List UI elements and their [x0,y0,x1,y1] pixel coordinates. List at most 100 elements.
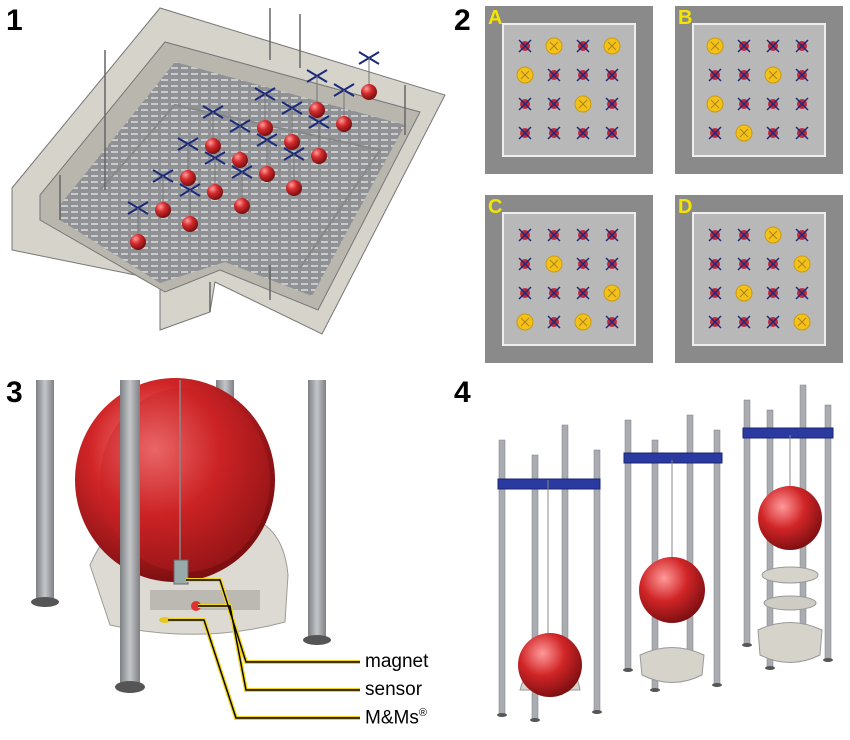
arena-ball [309,102,325,118]
arena-ball [130,234,146,250]
rig-stage-2 [623,414,723,692]
pole-foot [712,683,722,687]
magnet-part [173,559,189,585]
arena-3d-illustration [11,7,446,335]
layout-view-c [485,195,653,363]
pole-foot [765,666,775,670]
pole-foot [530,718,540,722]
cross-mark [605,68,619,82]
magnet-label: magnet [365,651,429,672]
stand-ring-middle [763,595,817,611]
cross-mark [766,315,780,329]
cross-mark [576,257,590,271]
cross-mark [549,259,559,269]
cross-mark [795,126,809,140]
pole-foot [823,658,833,662]
layout-label-a: A [488,7,503,29]
mms-label: M&Ms® [365,707,427,729]
pole-foot [623,668,633,672]
arena-ball [257,120,273,136]
panel-2-number: 2 [454,4,471,37]
cross-mark [795,68,809,82]
cross-mark [766,257,780,271]
arena-ball [259,166,275,182]
mms-label-text: M&Ms [365,707,419,729]
rig-stage-1 [497,424,602,722]
arena-ball [232,152,248,168]
cross-mark [605,126,619,140]
cross-mark [578,99,588,109]
pole [120,380,140,685]
arena-ball [182,216,198,232]
cross-mark [737,68,751,82]
arena-ball [180,170,196,186]
rig-stand [757,622,823,663]
cross-mark [766,286,780,300]
cross-mark [607,288,617,298]
cross-mark [708,315,722,329]
rig-pole [713,429,721,686]
rig-pole [824,404,832,661]
blue-crossbar [742,427,834,439]
cross-mark [520,317,530,327]
top-view-layouts [485,6,843,363]
cross-mark [518,228,532,242]
cross-mark [739,128,749,138]
cross-mark [795,228,809,242]
cross-mark [576,228,590,242]
cross-mark [766,97,780,111]
layout-view-d [675,195,843,363]
cross-mark [737,39,751,53]
arena-floor [60,62,405,296]
arena-ball [311,148,327,164]
cross-mark [708,68,722,82]
cross-mark [547,315,561,329]
arena-ball [336,116,352,132]
cross-mark [605,315,619,329]
pole-foot [650,688,660,692]
registered-mark: ® [418,707,427,719]
cross-mark [708,228,722,242]
cross-mark [795,39,809,53]
cross-mark [576,39,590,53]
cross-mark [605,97,619,111]
cross-mark [708,257,722,271]
cross-mark [605,257,619,271]
cross-mark [607,41,617,51]
cross-mark [708,286,722,300]
rig-stand [639,647,705,683]
arena-ball [207,184,223,200]
cross-mark [578,317,588,327]
rig-ball [758,486,822,550]
cross-mark [576,286,590,300]
cross-mark [547,68,561,82]
cross-mark [576,126,590,140]
cross-mark [576,68,590,82]
cross-mark [766,39,780,53]
cross-mark [547,228,561,242]
sensor-label: sensor [365,679,423,700]
stand-ring-top [761,566,819,584]
cross-mark [605,228,619,242]
cross-mark [737,228,751,242]
pole-foot [592,710,602,714]
arena-ball [234,198,250,214]
sensor-part [191,601,201,611]
rig-stage-3 [742,384,834,670]
cross-mark [547,286,561,300]
blue-crossbar [623,452,723,464]
cross-mark [547,126,561,140]
arena-ball [155,202,171,218]
layout-label-b: B [678,7,693,29]
arena-balls [127,51,380,250]
pole-foot [742,643,752,647]
cross-mark [737,97,751,111]
cross-mark [797,317,807,327]
cross-mark [797,259,807,269]
layout-label-c: C [488,196,503,218]
cross-mark [518,286,532,300]
cross-mark [547,97,561,111]
pole [308,380,326,640]
panel-4-number: 4 [454,376,471,409]
